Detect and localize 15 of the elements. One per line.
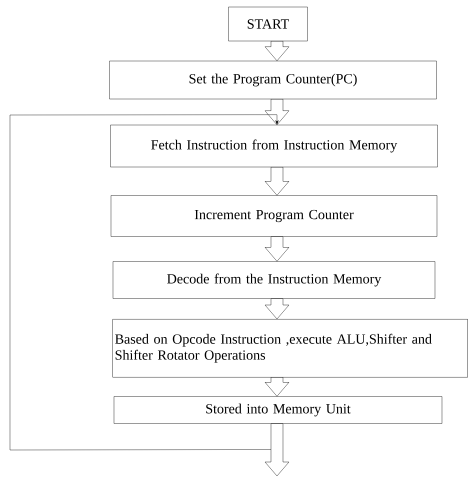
process-box: Based on Opcode Instruction ,execute ALU,Shifter and Shifter Rotator Operations [112, 319, 468, 378]
block-arrow [264, 167, 290, 196]
process-box: Decode from the Instruction Memory [112, 261, 436, 299]
block-arrow [264, 99, 290, 125]
block-arrow [264, 298, 290, 320]
block-arrow [264, 377, 290, 396]
block-arrow [264, 41, 290, 61]
loop-line [10, 114, 279, 450]
process-box: Fetch Instruction from Instruction Memory [110, 124, 438, 168]
process-box: Stored into Memory Unit [114, 396, 442, 424]
process-box: Set the Program Counter(PC) [109, 60, 437, 100]
block-arrow [264, 236, 290, 262]
process-box: Increment Program Counter [110, 195, 438, 237]
start-box: START [228, 6, 308, 42]
block-arrow [264, 424, 290, 476]
